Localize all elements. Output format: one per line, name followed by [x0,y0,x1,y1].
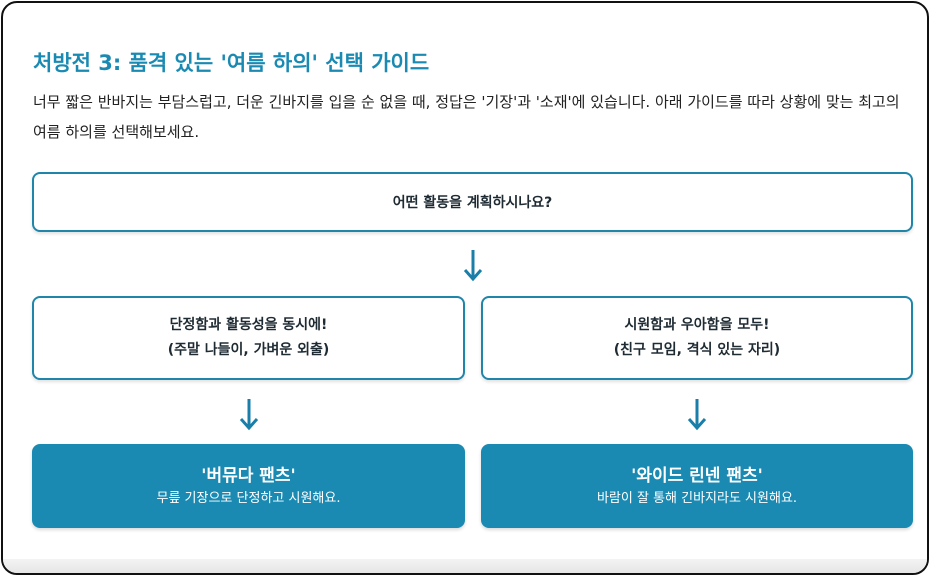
question-text: 어떤 활동을 계획하시나요? [392,195,553,211]
result-right-desc: 바람이 잘 통해 긴바지라도 시원해요. [596,491,798,506]
intro-text: 너무 짧은 반바지는 부담스럽고, 더운 긴바지를 입을 순 없을 때, 정답은… [33,93,900,141]
result-left-desc: 무릎 기장으로 단정하고 시원해요. [156,491,341,506]
page-title: 처방전 3: 품격 있는 '여름 하의' 선택 가이드 [33,51,430,75]
result-right-name: '와이드 린넨 팬츠' [631,466,763,486]
option-right-line1: 시원함과 우아함을 모두! [624,317,770,333]
arrow-down-icon [463,250,483,282]
option-right-line2: (친구 모임, 격식 있는 자리) [613,342,781,358]
bottom-edge [3,559,927,573]
result-box-right: '와이드 린넨 팬츠' 바람이 잘 통해 긴바지라도 시원해요. [481,444,913,528]
option-left-line1: 단정함과 활동성을 동시에! [169,317,328,333]
question-box: 어떤 활동을 계획하시나요? [32,172,913,232]
option-left-line2: (주말 나들이, 가벼운 외출) [167,342,330,358]
option-box-right: 시원함과 우아함을 모두! (친구 모임, 격식 있는 자리) [481,296,913,380]
option-box-left: 단정함과 활동성을 동시에! (주말 나들이, 가벼운 외출) [32,296,465,380]
arrow-down-icon [687,399,707,431]
result-left-name: '버뮤다 팬츠' [201,466,296,486]
arrow-down-icon [239,399,259,431]
result-box-left: '버뮤다 팬츠' 무릎 기장으로 단정하고 시원해요. [32,444,465,528]
